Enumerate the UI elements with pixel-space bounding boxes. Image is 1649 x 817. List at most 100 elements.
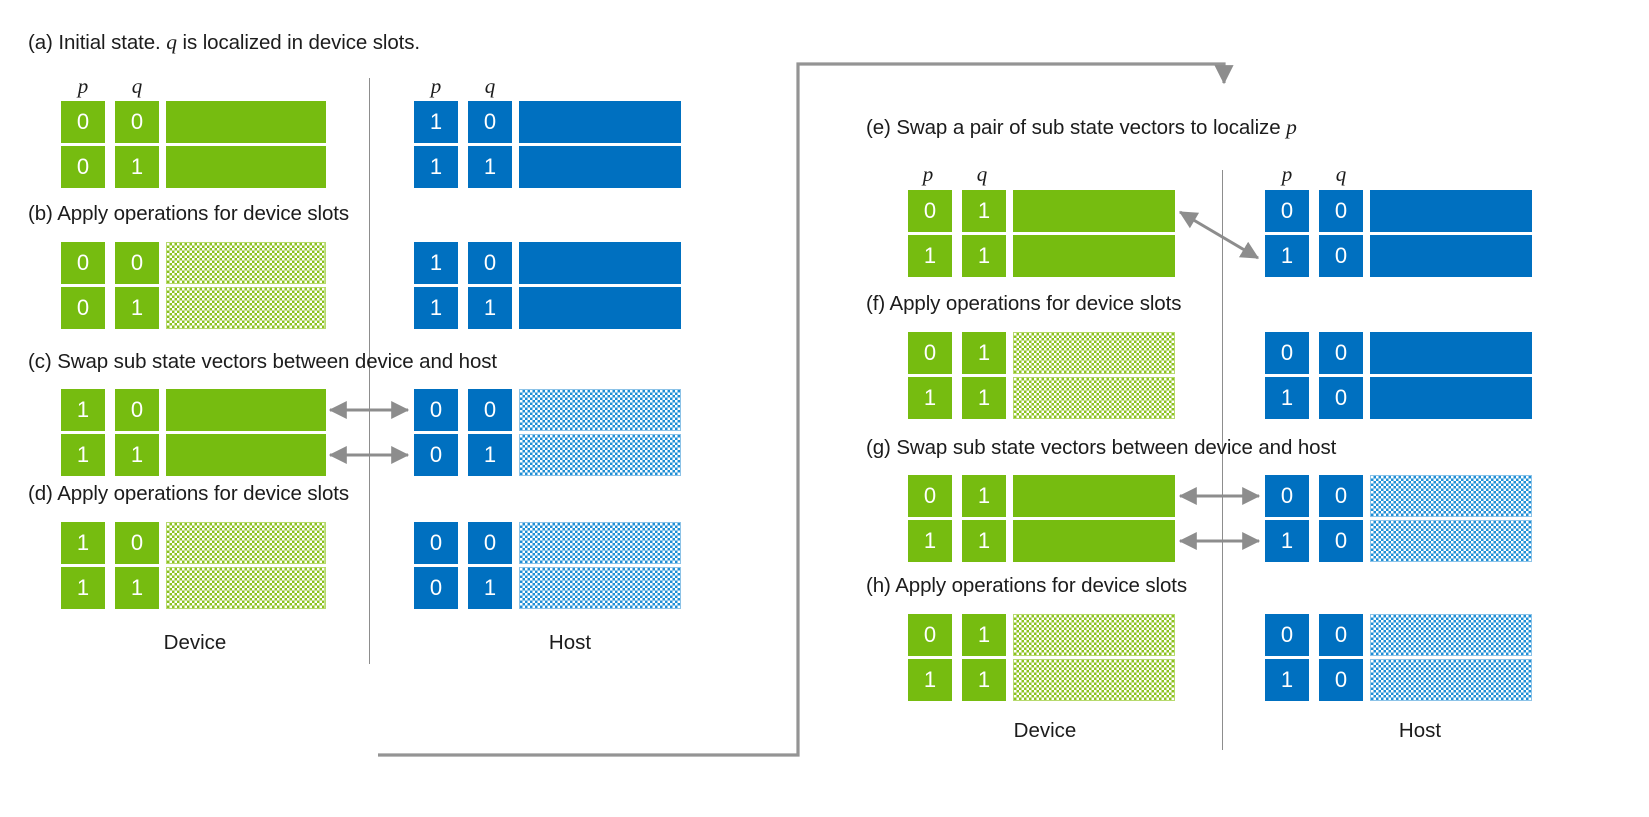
state-vector-bar	[519, 101, 681, 143]
state-cell-p: 1	[1265, 659, 1309, 701]
state-vector-bar	[1370, 332, 1532, 374]
step-caption-a: (a) Initial state. q is localized in dev…	[28, 30, 421, 54]
state-vector-bar-operated	[1370, 659, 1532, 701]
zone-label-host-left: Host	[548, 631, 592, 654]
state-cell-p: 1	[1265, 235, 1309, 277]
state-cell-q: 1	[468, 567, 512, 609]
state-cell-p: 0	[61, 101, 105, 143]
state-cell-q: 0	[468, 522, 512, 564]
state-cell-q: 0	[115, 101, 159, 143]
step-caption-f: (f) Apply operations for device slots	[866, 292, 1182, 315]
state-cell-q: 0	[1319, 659, 1363, 701]
state-vector-bar-operated	[1370, 520, 1532, 562]
state-cell-p: 0	[1265, 190, 1309, 232]
device-host-divider-left	[369, 78, 370, 664]
state-vector-bar	[166, 146, 326, 188]
step-caption-e: (e) Swap a pair of sub state vectors to …	[866, 115, 1297, 139]
state-vector-bar	[166, 434, 326, 476]
state-cell-p: 1	[61, 434, 105, 476]
state-vector-bar-operated	[166, 242, 326, 284]
state-cell-q: 1	[962, 520, 1006, 562]
state-cell-q: 0	[1319, 235, 1363, 277]
state-cell-p: 1	[1265, 520, 1309, 562]
state-vector-bar-operated	[519, 389, 681, 431]
state-cell-q: 1	[962, 235, 1006, 277]
step-caption-c: (c) Swap sub state vectors between devic…	[28, 350, 498, 373]
state-vector-bar	[1370, 377, 1532, 419]
state-vector-bar	[1013, 475, 1175, 517]
caption-italic-symbol: p	[1286, 115, 1297, 139]
state-cell-p: 1	[908, 520, 952, 562]
zone-label-host-right: Host	[1398, 719, 1442, 742]
state-vector-bar	[1013, 190, 1175, 232]
state-cell-p: 1	[414, 101, 458, 143]
zone-label-device-right: Device	[1013, 719, 1077, 742]
state-cell-p: 0	[1265, 614, 1309, 656]
step-caption-d: (d) Apply operations for device slots	[28, 482, 350, 505]
state-cell-q: 1	[962, 377, 1006, 419]
state-cell-q: 1	[962, 332, 1006, 374]
state-cell-q: 1	[115, 146, 159, 188]
state-vector-bar	[519, 146, 681, 188]
state-cell-p: 1	[908, 659, 952, 701]
device-host-divider-right	[1222, 170, 1223, 750]
column-header-p-a-host: p	[430, 74, 442, 98]
state-cell-p: 0	[414, 567, 458, 609]
state-cell-q: 1	[468, 146, 512, 188]
state-vector-bar-operated	[1370, 475, 1532, 517]
caption-italic-symbol: q	[166, 30, 177, 54]
state-cell-q: 1	[468, 287, 512, 329]
state-cell-p: 0	[61, 287, 105, 329]
state-cell-p: 1	[1265, 377, 1309, 419]
state-vector-bar-operated	[1013, 614, 1175, 656]
state-cell-p: 1	[61, 522, 105, 564]
state-cell-q: 0	[115, 389, 159, 431]
state-vector-bar	[166, 389, 326, 431]
state-cell-p: 1	[414, 287, 458, 329]
column-header-q-a-host: q	[484, 74, 496, 98]
state-cell-q: 1	[962, 475, 1006, 517]
state-cell-p: 1	[908, 377, 952, 419]
caption-text: (e) Swap a pair of sub state vectors to …	[866, 116, 1287, 139]
column-header-q-e-device: q	[976, 162, 988, 186]
caption-text-2: is localized in device slots.	[176, 31, 421, 54]
swap-arrow-e-diagonal	[1178, 210, 1260, 260]
state-cell-p: 0	[908, 332, 952, 374]
state-cell-p: 1	[61, 389, 105, 431]
column-header-p-a-device: p	[77, 74, 89, 98]
state-vector-bar	[1370, 190, 1532, 232]
state-cell-p: 1	[414, 242, 458, 284]
state-cell-p: 1	[414, 146, 458, 188]
state-cell-p: 1	[61, 567, 105, 609]
state-cell-q: 1	[115, 287, 159, 329]
step-caption-g: (g) Swap sub state vectors between devic…	[866, 436, 1337, 459]
state-cell-q: 0	[115, 242, 159, 284]
state-vector-bar	[1013, 235, 1175, 277]
state-cell-p: 0	[414, 522, 458, 564]
state-cell-q: 1	[115, 567, 159, 609]
state-cell-p: 0	[908, 190, 952, 232]
state-cell-p: 0	[1265, 475, 1309, 517]
state-cell-p: 0	[61, 242, 105, 284]
state-vector-bar	[519, 287, 681, 329]
state-cell-q: 1	[962, 614, 1006, 656]
state-vector-bar-operated	[1013, 332, 1175, 374]
state-cell-p: 0	[908, 614, 952, 656]
state-cell-q: 0	[115, 522, 159, 564]
state-cell-q: 0	[1319, 520, 1363, 562]
state-vector-bar-operated	[519, 434, 681, 476]
state-cell-q: 0	[1319, 332, 1363, 374]
state-vector-bar-operated	[166, 522, 326, 564]
state-vector-bar-operated	[166, 287, 326, 329]
state-vector-bar-operated	[519, 522, 681, 564]
state-vector-bar	[1370, 235, 1532, 277]
step-caption-h: (h) Apply operations for device slots	[866, 574, 1188, 597]
state-cell-q: 0	[468, 101, 512, 143]
column-header-q-e-host: q	[1335, 162, 1347, 186]
state-cell-q: 1	[468, 434, 512, 476]
column-header-q-a-device: q	[131, 74, 143, 98]
state-cell-q: 0	[1319, 475, 1363, 517]
state-cell-p: 1	[908, 235, 952, 277]
column-header-p-e-host: p	[1281, 162, 1293, 186]
